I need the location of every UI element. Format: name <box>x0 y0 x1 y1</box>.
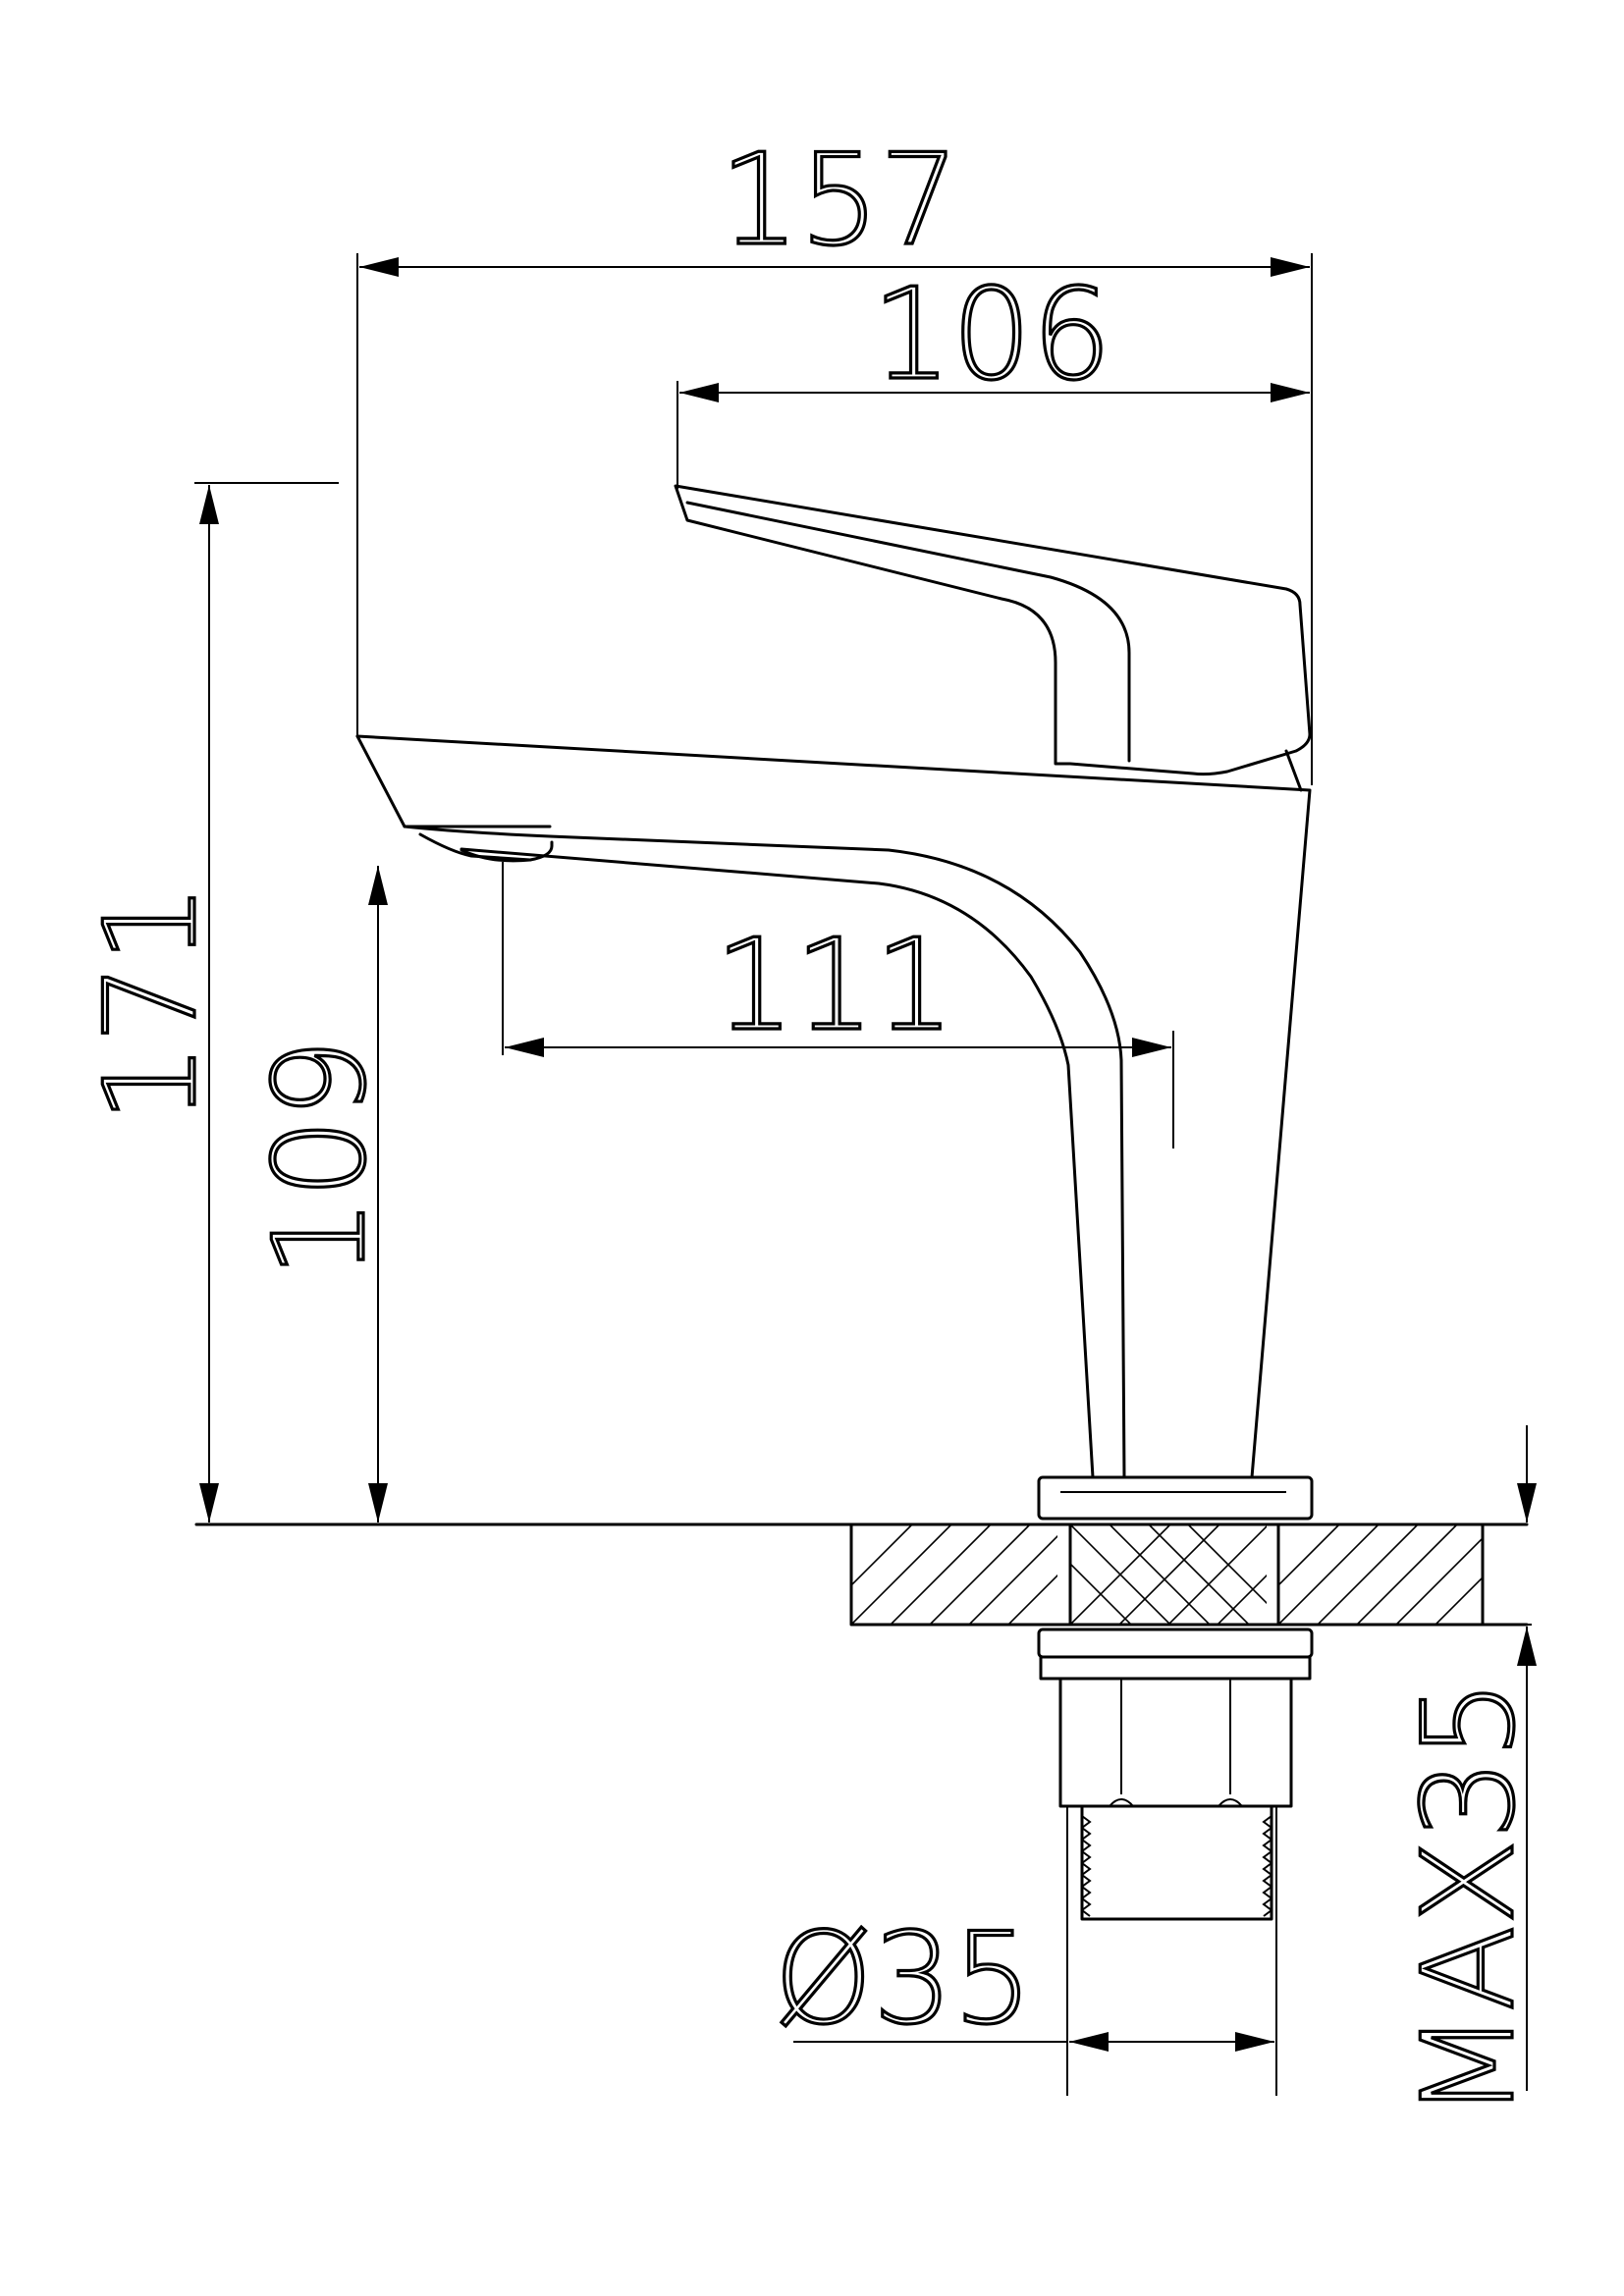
faucet-outline <box>355 484 1314 1521</box>
washer <box>1037 1628 1314 1659</box>
spout <box>403 825 1126 1479</box>
dimension-spout-height: 109 <box>245 866 396 1522</box>
dimension-overall-height: 171 <box>77 482 339 1522</box>
dim-157-label: 157 <box>720 128 959 274</box>
lever-handle <box>674 484 1312 776</box>
deck-section <box>194 1522 1529 1627</box>
threaded-shank <box>1080 1804 1273 1921</box>
dimension-max-deck-thickness: MAX35 <box>1394 1425 1544 2121</box>
dim-max35-label: MAX35 <box>1396 1680 1543 2120</box>
lever-inner-line <box>685 501 1131 763</box>
nut <box>1058 1677 1293 1808</box>
base-ring <box>1037 1475 1314 1521</box>
lever-gap <box>1284 749 1303 792</box>
dim-106-label: 106 <box>872 262 1111 408</box>
dim-109-label: 109 <box>247 1039 394 1278</box>
dimension-hole-diameter: Ø35 <box>773 1806 1277 2096</box>
dimension-lever-length: 106 <box>677 260 1310 489</box>
mounting-hardware <box>1037 1628 1314 1921</box>
dimension-spout-reach: 111 <box>502 862 1174 1148</box>
dim-d35-label: Ø35 <box>774 1906 1033 2053</box>
dim-111-label: 111 <box>715 913 954 1059</box>
body-top-front <box>355 734 552 828</box>
dim-171-label: 171 <box>79 883 225 1123</box>
dimension-overall-width: 157 <box>356 126 1313 785</box>
